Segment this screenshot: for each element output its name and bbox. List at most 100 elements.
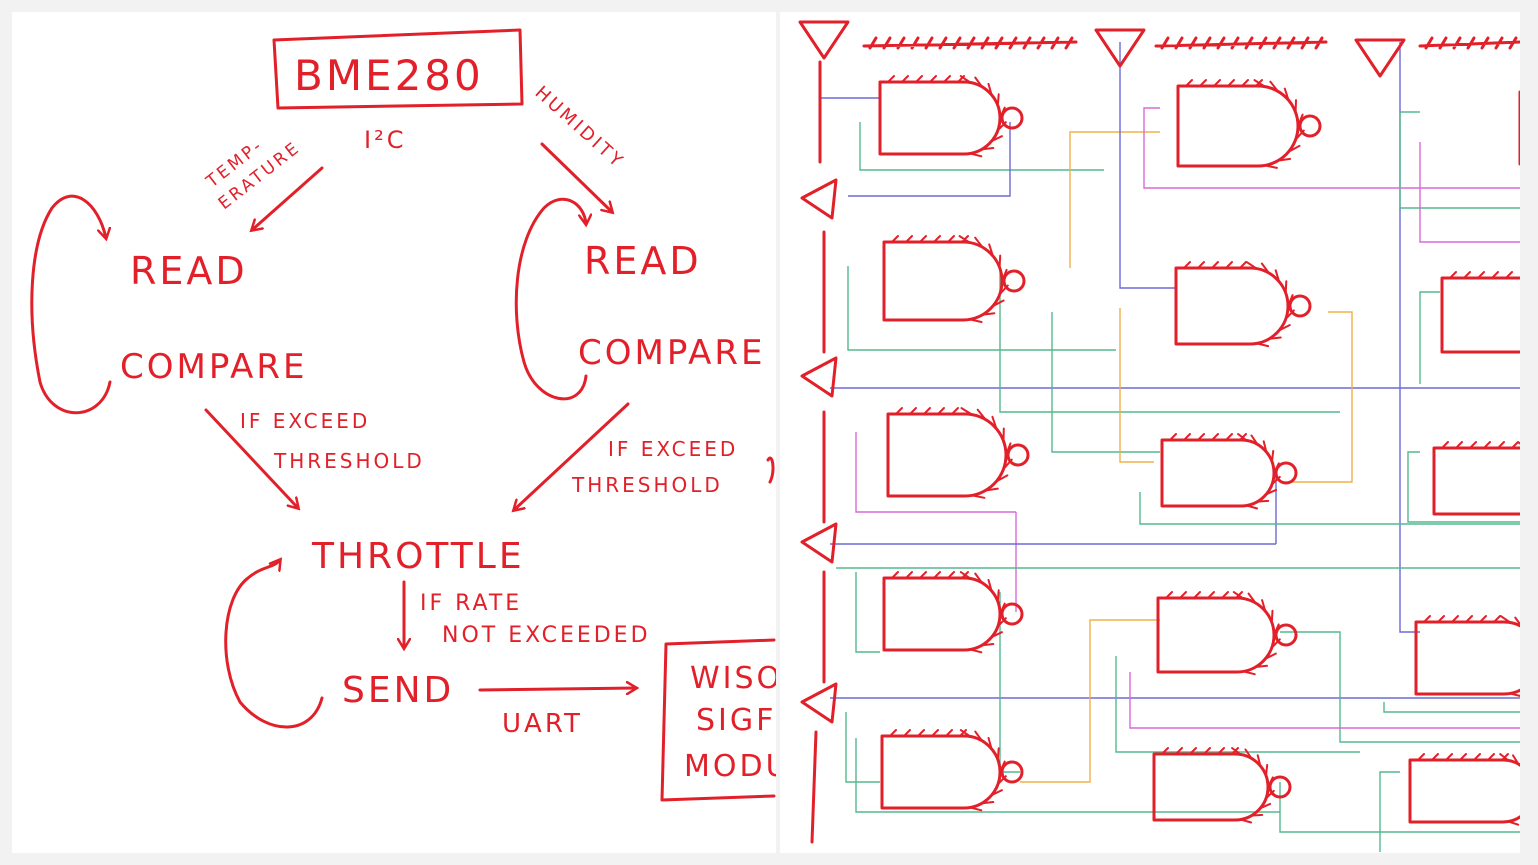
gate-hatch xyxy=(1441,441,1520,449)
inverter-bubble-icon xyxy=(1006,443,1030,467)
right-condition-line-1: IF EXCEED xyxy=(608,437,738,461)
buffer-triangle-icon xyxy=(1354,38,1406,78)
right-condition-line-2: THRESHOLD xyxy=(571,473,723,497)
wire xyxy=(1020,619,1160,783)
inverter-bubble-icon xyxy=(1000,602,1024,626)
send-loop-arrow xyxy=(224,560,324,729)
nand-gate-icon xyxy=(882,240,1004,322)
inverter-bubble-icon xyxy=(1298,114,1322,138)
nand-gate-icon xyxy=(1432,446,1520,516)
ground-rail xyxy=(1418,36,1520,50)
buffer-triangle-icon xyxy=(800,178,838,220)
gate-hatch xyxy=(891,571,1007,654)
wire xyxy=(1383,702,1520,713)
right-read-label: READ xyxy=(584,239,702,283)
gate-circuit-panel xyxy=(780,12,1520,853)
rate-condition-line-1: IF RATE xyxy=(420,591,522,616)
wire xyxy=(1139,492,1520,525)
buffer-triangle-icon xyxy=(798,20,850,60)
buffer-triangle-icon xyxy=(1094,28,1146,68)
inverter-bubble-icon xyxy=(1288,294,1312,318)
nand-gate-icon xyxy=(882,576,1002,652)
wire xyxy=(847,266,1116,351)
wire xyxy=(845,712,880,783)
module-label-2: SIGF xyxy=(696,703,776,738)
gate-hatch xyxy=(1169,433,1281,510)
buffer-triangle-icon xyxy=(800,682,838,724)
nand-gate-icon xyxy=(878,80,1002,156)
nand-gate-icon xyxy=(1174,266,1290,346)
left-read-label: READ xyxy=(130,249,248,293)
rate-condition-line-2: NOT EXCEEDED xyxy=(442,623,651,648)
nand-gate-icon xyxy=(1176,84,1300,168)
wire xyxy=(859,122,1104,171)
sensor-box xyxy=(272,28,524,110)
uart-arrow xyxy=(478,688,636,690)
send-label: SEND xyxy=(342,670,454,711)
inverter-bubble-icon xyxy=(1002,269,1026,293)
wire xyxy=(1119,308,1154,463)
module-label-3: MODU xyxy=(684,749,776,784)
wire xyxy=(999,268,1340,413)
wire xyxy=(1399,42,1420,633)
wire xyxy=(1119,42,1176,289)
left-condition-line-2: THRESHOLD xyxy=(273,449,425,473)
wire xyxy=(1399,111,1520,209)
humidity-arrow xyxy=(540,142,612,212)
gate-hatch xyxy=(1185,79,1305,169)
gate-hatch xyxy=(887,75,1007,158)
wire xyxy=(1129,672,1520,729)
gate-hatch xyxy=(1161,747,1275,824)
gate-hatch xyxy=(1165,591,1281,676)
wire xyxy=(1115,656,1360,753)
inverter-bubble-icon xyxy=(1274,623,1298,647)
nand-gate-icon xyxy=(1152,752,1270,822)
wire xyxy=(848,122,1011,197)
ground-rail xyxy=(862,36,1078,50)
inverter-bubble-icon xyxy=(1000,760,1024,784)
ground-rail xyxy=(1154,36,1328,50)
wire xyxy=(1419,142,1520,243)
flow-diagram: BME280 I²C TEMP- ERATURE HUMIDITY READ C… xyxy=(30,28,776,802)
wire xyxy=(1143,107,1520,189)
inverter-bubble-icon xyxy=(1274,461,1298,485)
gate-hatch xyxy=(1417,753,1520,826)
gate-hatch xyxy=(1423,615,1520,698)
temperature-arrow xyxy=(252,166,324,230)
left-loop-arrow xyxy=(30,194,112,415)
nand-gate-icon xyxy=(880,734,1002,810)
buffer-triangle-icon xyxy=(800,356,838,398)
gate-circuit xyxy=(798,20,1520,852)
wire xyxy=(819,62,880,99)
nand-gate-icon xyxy=(1414,620,1520,696)
wire xyxy=(1279,782,1520,833)
wire xyxy=(855,572,880,653)
throttle-label: THROTTLE xyxy=(311,536,525,577)
left-to-throttle-arrow xyxy=(204,408,298,508)
wire xyxy=(1280,311,1353,483)
gate-hatch xyxy=(889,729,1007,812)
wire xyxy=(1051,312,1160,453)
nand-gate-icon xyxy=(1160,438,1276,508)
left-compare-label: COMPARE xyxy=(120,347,308,387)
wire xyxy=(1407,451,1520,523)
flow-diagram-panel: BME280 I²C TEMP- ERATURE HUMIDITY READ C… xyxy=(12,12,776,853)
wire xyxy=(1379,771,1400,852)
gate-hatch xyxy=(891,235,1009,323)
nand-gate-icon xyxy=(1156,596,1276,674)
nand-gate-icon xyxy=(886,412,1008,498)
input-bus-line xyxy=(810,60,826,844)
left-condition-line-1: IF EXCEED xyxy=(240,409,370,433)
nand-gate-icon xyxy=(1408,758,1520,824)
sensor-label: BME280 xyxy=(294,51,484,100)
gate-hatch xyxy=(1449,271,1520,279)
module-box xyxy=(660,638,776,802)
inverter-bubble-icon xyxy=(1000,106,1024,130)
buffer-triangle-icon xyxy=(800,522,838,564)
bus-label: I²C xyxy=(364,126,406,154)
wire xyxy=(855,432,1016,513)
right-to-throttle-arrow xyxy=(514,402,630,510)
partial-parenthesis xyxy=(766,456,775,484)
humidity-label: HUMIDITY xyxy=(531,82,629,173)
